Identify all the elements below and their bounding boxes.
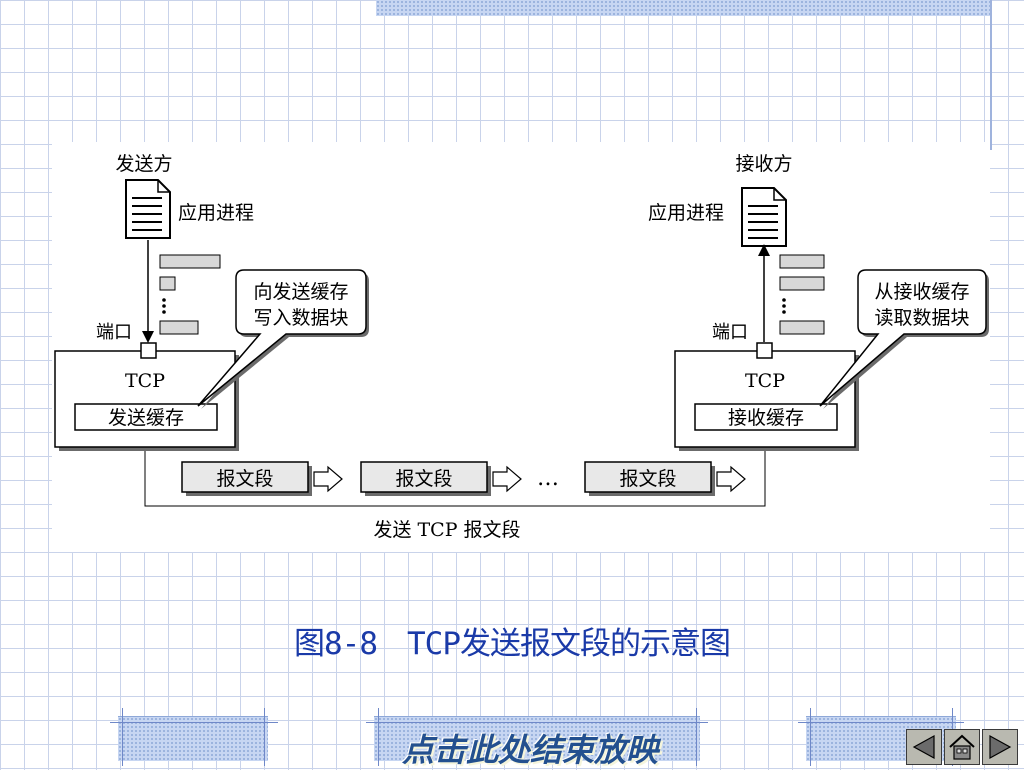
footer-rule	[110, 722, 278, 723]
sender-buffer-box	[74, 403, 218, 431]
footer-tick	[122, 708, 123, 766]
receiver-data-blocks	[779, 254, 825, 335]
sender-buffer-label: 发送缓存	[108, 407, 184, 429]
footer-band-center	[374, 716, 700, 761]
home-icon	[949, 734, 975, 760]
segment-3-label: 报文段	[619, 468, 676, 490]
sender-callout-line-2: 写入数据块	[253, 307, 348, 329]
sender-tcp-label: TCP	[125, 370, 165, 392]
segment-1-label: 报文段	[216, 468, 273, 490]
segment-1-arrow-icon	[313, 465, 343, 493]
sender-port-label: 端口	[96, 322, 132, 343]
sender-callout-line-1: 向发送缓存	[253, 281, 348, 303]
sender-tcp-box	[54, 350, 236, 448]
footer-tick	[264, 708, 265, 766]
next-slide-button[interactable]	[982, 729, 1018, 765]
segment-1: 报文段	[181, 461, 312, 496]
footer-tick	[696, 708, 697, 766]
footer-rule	[798, 722, 964, 723]
triangle-left-icon	[912, 734, 935, 760]
receiver-app-process-label: 应用进程	[648, 202, 724, 224]
segment-2-arrow-icon	[492, 465, 522, 493]
home-slide-button[interactable]	[944, 729, 980, 765]
sender-app-process-label: 应用进程	[178, 202, 254, 224]
segment-2-label: 报文段	[395, 468, 452, 490]
segment-3: 报文段	[584, 461, 715, 496]
right-decorative-rule	[990, 0, 992, 150]
receiver-callout-line-1: 从接收缓存	[874, 281, 969, 303]
end-slideshow-button[interactable]: 点击此处结束放映	[401, 731, 658, 769]
tcp-diagram: 发送方 应用进程 端口 TCP 发送缓存	[52, 142, 990, 552]
sender-port-box	[140, 342, 157, 359]
receiver-port-label: 端口	[712, 322, 748, 343]
receiver-title: 接收方	[735, 153, 792, 175]
sender-callout: 向发送缓存 写入数据块	[197, 269, 369, 409]
prev-slide-button[interactable]	[906, 729, 942, 765]
receiver-tcp-label: TCP	[745, 370, 785, 392]
footer-tick	[378, 708, 379, 766]
sender-document-icon	[125, 179, 171, 239]
sender-title: 发送方	[115, 153, 172, 175]
footer-band-left	[118, 716, 268, 761]
segment-2: 报文段	[360, 461, 491, 496]
send-segment-label: 发送 TCP 报文段	[373, 519, 520, 541]
triangle-right-icon	[989, 734, 1012, 760]
figure-caption: 图8-8 TCP发送报文段的示意图	[294, 626, 731, 662]
segments-ellipsis: …	[537, 466, 559, 491]
segment-3-arrow-icon	[716, 465, 746, 493]
receiver-buffer-box	[694, 403, 838, 431]
receiver-callout-line-2: 读取数据块	[874, 307, 969, 329]
slide-navigation	[906, 729, 1020, 767]
top-decorative-band	[376, 0, 992, 16]
receiver-port-box	[756, 342, 773, 359]
tcp-diagram-svg: 发送方 应用进程 端口 TCP 发送缓存	[54, 153, 989, 541]
receiver-document-icon	[741, 187, 787, 247]
footer-tick	[810, 708, 811, 766]
sender-data-blocks	[159, 254, 221, 335]
footer-rule	[366, 722, 708, 723]
receiver-callout: 从接收缓存 读取数据块	[819, 269, 989, 409]
receiver-buffer-label: 接收缓存	[728, 407, 804, 429]
connection-line	[144, 451, 766, 507]
